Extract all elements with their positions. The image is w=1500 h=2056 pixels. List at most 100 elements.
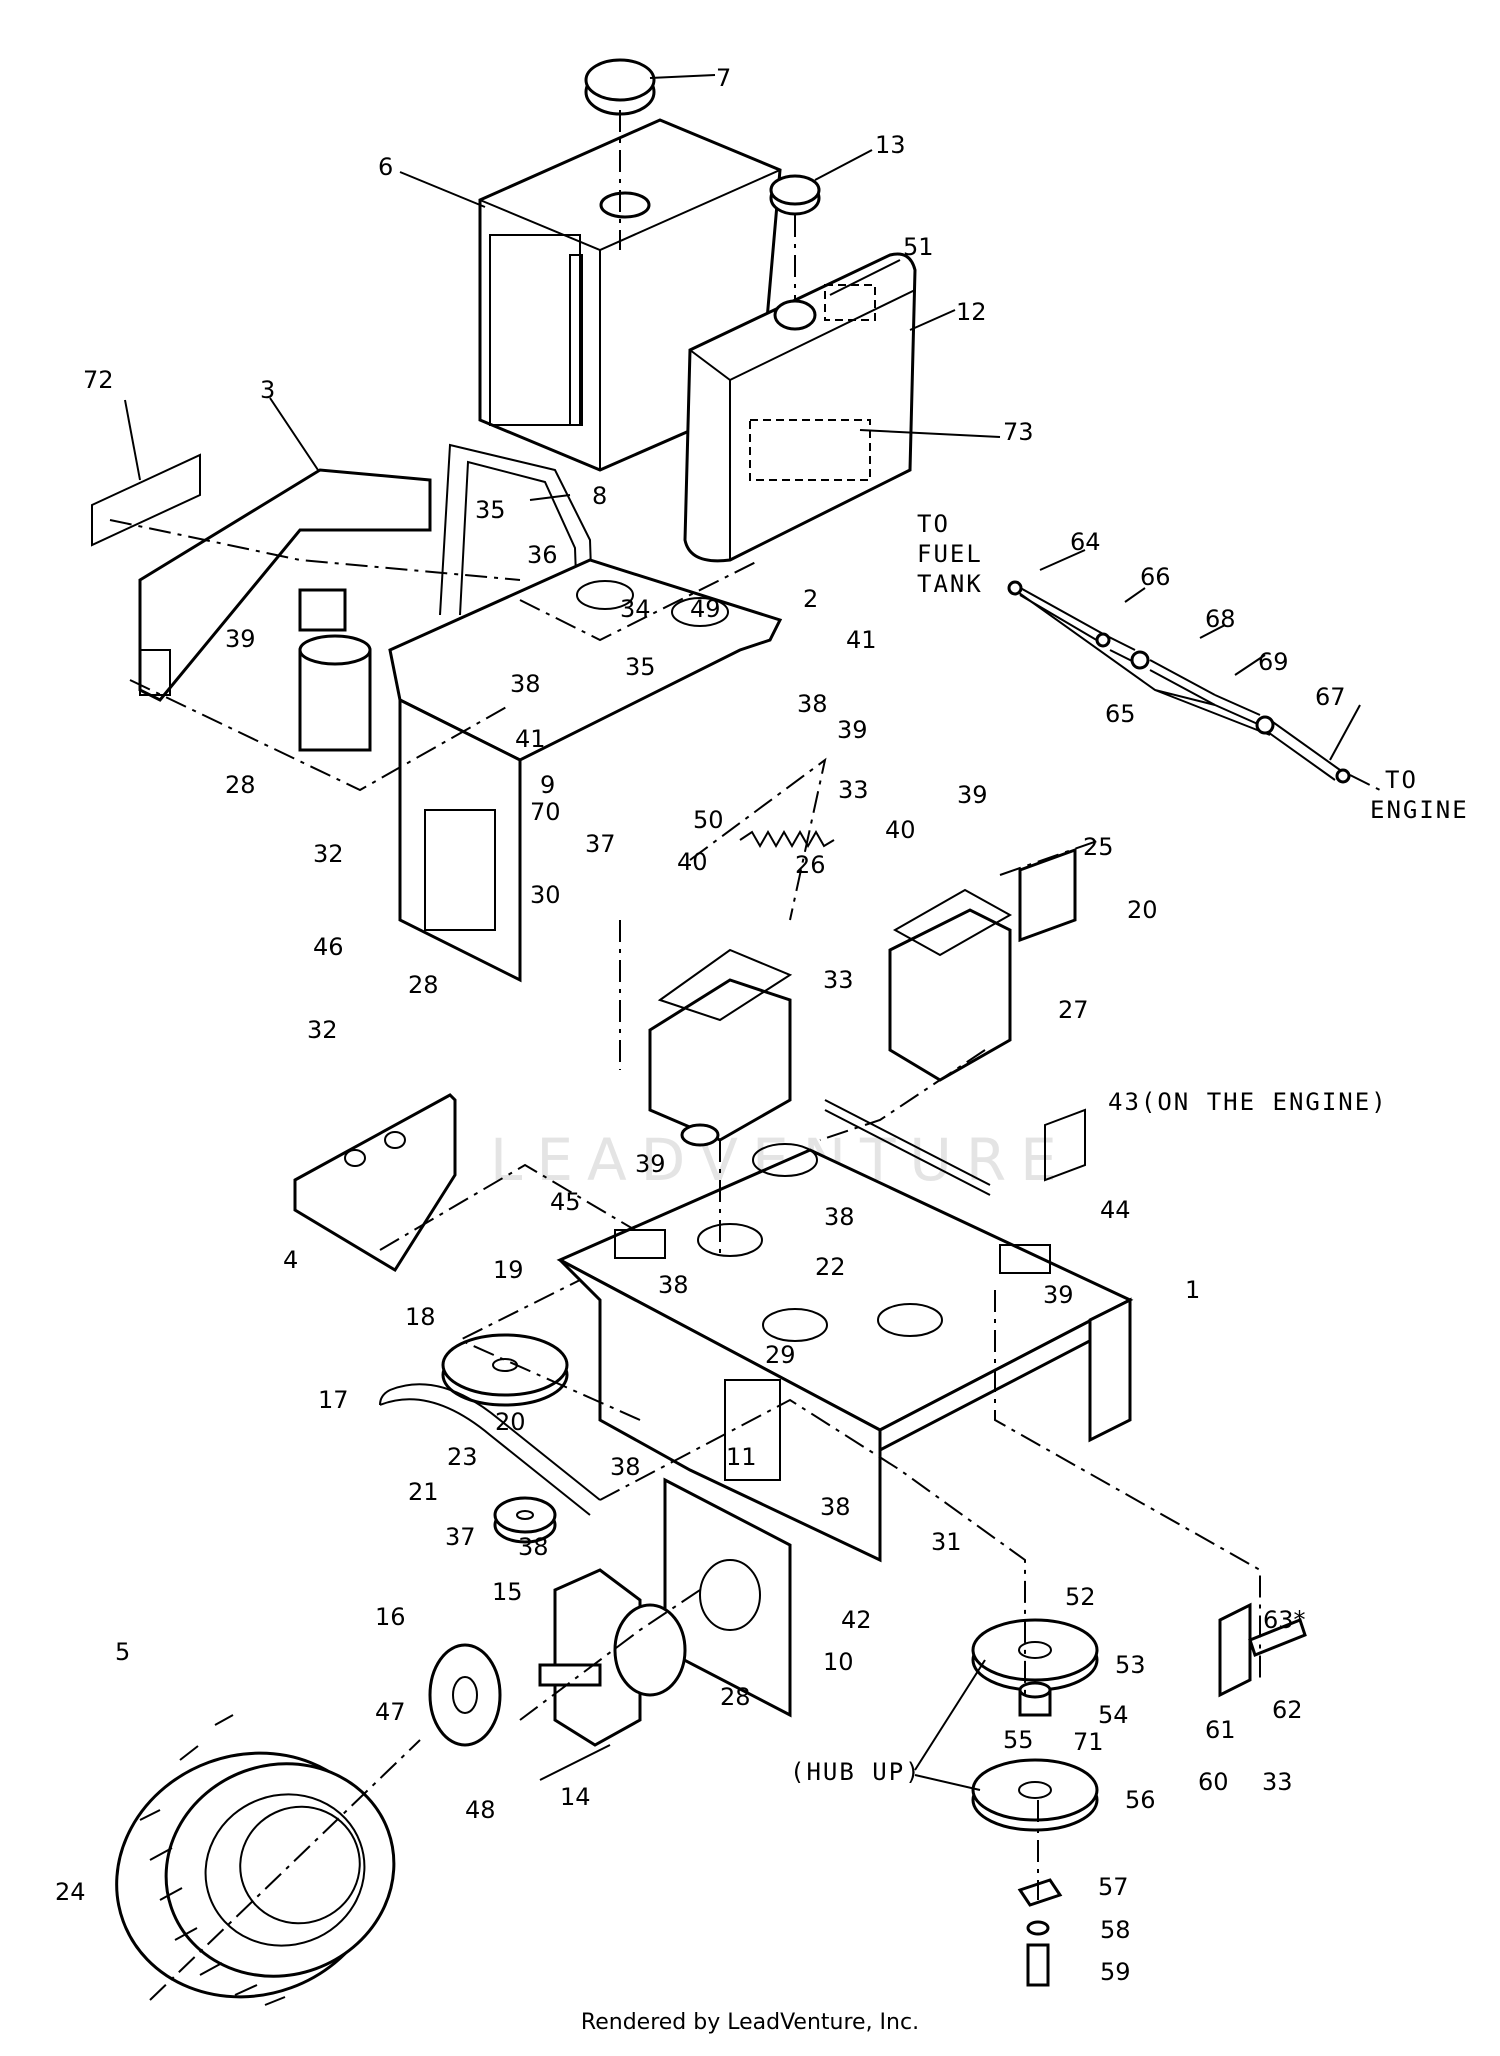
bracket-63 (1218, 1602, 1307, 1698)
idler-pulley (493, 1496, 557, 1544)
label-26: 26 (795, 851, 826, 879)
label-39: 39 (837, 716, 868, 744)
note-to-engine-line2: ENGINE (1370, 796, 1469, 824)
label-39: 39 (1043, 1281, 1074, 1309)
label-6: 6 (378, 153, 393, 181)
label-70: 70 (530, 798, 561, 826)
label-15: 15 (492, 1578, 523, 1606)
label-5: 5 (115, 1638, 130, 1666)
label-40: 40 (677, 848, 708, 876)
label-18: 18 (405, 1303, 436, 1331)
label-37: 37 (585, 830, 616, 858)
label-33: 33 (823, 966, 854, 994)
bolt-59 (1026, 1943, 1050, 1987)
label-39: 39 (635, 1150, 666, 1178)
spring (739, 829, 835, 849)
reservoir-cap (584, 58, 656, 116)
note-to-fuel-tank-line1: TO (917, 510, 950, 538)
wheel-hub (428, 1643, 502, 1747)
label-41: 41 (846, 626, 877, 654)
label-33: 33 (838, 776, 869, 804)
label-67: 67 (1315, 683, 1346, 711)
label-16: 16 (375, 1603, 406, 1631)
leader-lines (124, 74, 1361, 761)
washer-58 (1026, 1920, 1050, 1936)
label-57: 57 (1098, 1873, 1129, 1901)
label-35: 35 (475, 496, 506, 524)
bracket-25 (1018, 847, 1077, 943)
label-9: 9 (540, 771, 555, 799)
label-24: 24 (55, 1878, 86, 1906)
label-38: 38 (658, 1271, 689, 1299)
spacer (1018, 1681, 1052, 1717)
label-33: 33 (1262, 1768, 1293, 1796)
label-12: 12 (956, 298, 987, 326)
label-28: 28 (720, 1683, 751, 1711)
label-61: 61 (1205, 1716, 1236, 1744)
label-37: 37 (445, 1523, 476, 1551)
label-50: 50 (693, 806, 724, 834)
label-46: 46 (313, 933, 344, 961)
label-58: 58 (1100, 1916, 1131, 1944)
label-39: 39 (225, 625, 256, 653)
label-28: 28 (408, 971, 439, 999)
label-36: 36 (527, 541, 558, 569)
label-65: 65 (1105, 700, 1136, 728)
label-45: 45 (550, 1188, 581, 1216)
label-47: 47 (375, 1698, 406, 1726)
label-13: 13 (875, 131, 906, 159)
upper-pulley (971, 1618, 1099, 1692)
label-34: 34 (620, 595, 651, 623)
label-54: 54 (1098, 1701, 1129, 1729)
drive-pulley (441, 1333, 569, 1407)
hydro-pump-right (888, 888, 1013, 1082)
label-68: 68 (1205, 605, 1236, 633)
label-52: 52 (1065, 1583, 1096, 1611)
drive-belt (379, 1383, 601, 1516)
decal-43 (1044, 1108, 1086, 1182)
label-55: 55 (1003, 1726, 1034, 1754)
cover-plate (293, 1093, 457, 1273)
label-32: 32 (307, 1016, 338, 1044)
label-64: 64 (1070, 528, 1101, 556)
label-19: 19 (493, 1256, 524, 1284)
label-11: 11 (726, 1443, 757, 1471)
label-72: 72 (83, 366, 114, 394)
label-51: 51 (903, 233, 934, 261)
label-32: 32 (313, 840, 344, 868)
label-56: 56 (1125, 1786, 1156, 1814)
label-3: 3 (260, 376, 275, 404)
label-14: 14 (560, 1783, 591, 1811)
label-53: 53 (1115, 1651, 1146, 1679)
label-23: 23 (447, 1443, 478, 1471)
label-20: 20 (1127, 896, 1158, 924)
hydro-pump-left (648, 948, 793, 1147)
footer-credit: Rendered by LeadVenture, Inc. (580, 2010, 920, 2035)
label-28: 28 (225, 771, 256, 799)
bracket (138, 468, 432, 702)
fuel-tank (683, 252, 917, 563)
hub-bolt (539, 1744, 611, 1781)
hub-up-leaders (914, 1659, 986, 1791)
motor-mount-plate (663, 1477, 792, 1718)
label-38: 38 (824, 1203, 855, 1231)
label-30: 30 (530, 881, 561, 909)
label-20: 20 (495, 1408, 526, 1436)
label-38: 38 (820, 1493, 851, 1521)
assembly-lines (109, 110, 1381, 2001)
label-41: 41 (515, 725, 546, 753)
label-2: 2 (803, 585, 818, 613)
label-44: 44 (1100, 1196, 1131, 1224)
label-17: 17 (318, 1386, 349, 1414)
main-frame (556, 1099, 1134, 1563)
label-10: 10 (823, 1648, 854, 1676)
note-to-fuel-tank-line2: FUEL (917, 540, 983, 568)
tire (115, 1714, 396, 2006)
notes: TO FUEL TANK TO ENGINE 43(ON THE ENGINE)… (790, 510, 1469, 1786)
label-29: 29 (765, 1341, 796, 1369)
label-48: 48 (465, 1796, 496, 1824)
label-38: 38 (610, 1453, 641, 1481)
label-62: 62 (1272, 1696, 1303, 1724)
part-labels: 7 13 6 51 12 72 3 73 8 35 64 66 36 34 49… (55, 64, 1346, 1986)
label-39: 39 (957, 781, 988, 809)
